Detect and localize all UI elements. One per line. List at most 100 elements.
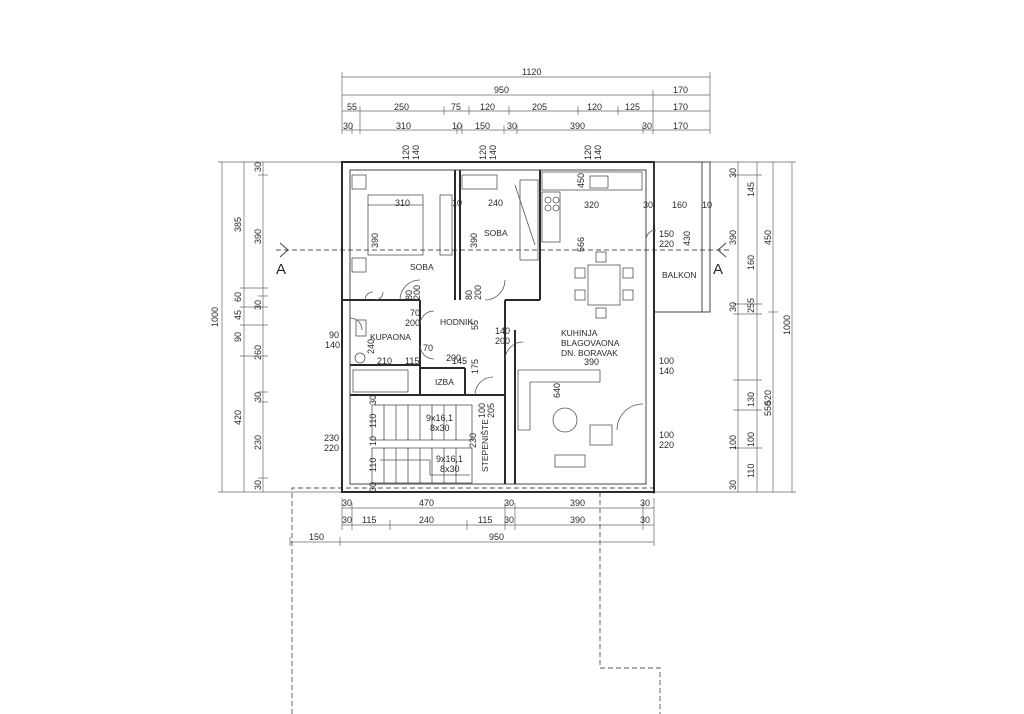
- dim-label: 220: [324, 443, 339, 453]
- dim-bot-r1: 470: [419, 498, 434, 508]
- dim-bot-r2: 115: [478, 515, 492, 525]
- room-label-soba: SOBA: [410, 262, 434, 272]
- bottom-dimensions: 30 470 30 390 30 30 115 240 115 30 390 3…: [289, 498, 655, 546]
- site-outline: [291, 487, 661, 714]
- dim-label: 140: [659, 366, 674, 376]
- dim-label: 390: [370, 233, 380, 248]
- dim-bot-r2: 240: [419, 515, 434, 525]
- dim-label: 145: [452, 356, 467, 366]
- section-marker-left: A: [276, 261, 286, 278]
- dim-bot-r1: 30: [342, 498, 352, 508]
- dim-top-r3: 250: [394, 102, 409, 112]
- dim-bot-r2: 30: [342, 515, 352, 525]
- top-dimensions: 1120 950 170 55 250 75 120 205 120 125 1…: [341, 67, 711, 134]
- dim-right-c2: 100: [746, 432, 756, 447]
- dim-label: 640: [552, 383, 562, 398]
- dim-label: 140: [325, 340, 340, 350]
- dim-label: 390: [469, 233, 479, 248]
- opening-labels: 120 140 120 140 120 140 450 310 390 240 …: [324, 145, 712, 492]
- dim-label: 150: [659, 229, 674, 239]
- dim-bot-r2: 30: [640, 515, 650, 525]
- room-label-soba: SOBA: [484, 228, 508, 238]
- dim-left-c2: 420: [233, 410, 243, 425]
- dim-label: 240: [366, 339, 376, 354]
- furniture: [351, 171, 643, 468]
- dim-label: 320: [584, 200, 599, 210]
- dim-bot-r2: 115: [362, 515, 376, 525]
- dim-top-r4: 150: [475, 121, 490, 131]
- dim-right-c1: 100: [728, 435, 738, 450]
- dim-left-c3: 230: [253, 435, 263, 450]
- dim-left-c2: 90: [233, 332, 243, 342]
- dim-left-c2: 45: [233, 310, 243, 320]
- dim-left-total: 1000: [210, 307, 220, 327]
- dim-left-c3: 30: [253, 300, 263, 310]
- dim-label: 140: [411, 145, 421, 160]
- dim-top-r3: 120: [480, 102, 495, 112]
- dim-right-c2: 110: [746, 464, 756, 478]
- room-label-kuhinja: KUHINJA: [561, 328, 598, 338]
- dim-top-170: 170: [673, 85, 688, 95]
- stairs: [371, 404, 473, 484]
- dim-label: 120: [401, 145, 411, 160]
- dim-top-r3: 75: [451, 102, 461, 112]
- dim-label: 9x16,1: [426, 413, 453, 423]
- dim-bot-r1: 30: [640, 498, 650, 508]
- dim-bot-r2: 390: [570, 515, 585, 525]
- dim-label: 230: [468, 433, 478, 448]
- dim-label: 140: [593, 145, 603, 160]
- dim-label: 90: [329, 330, 339, 340]
- dim-label: 200: [405, 318, 420, 328]
- dim-right-c1: 30: [728, 480, 738, 490]
- dim-label: 200: [412, 285, 422, 300]
- dim-bot-r1: 390: [570, 498, 585, 508]
- dim-top-r4: 30: [343, 121, 353, 131]
- dim-label: 70: [423, 343, 433, 353]
- room-label-kupaona: KUPAONA: [370, 332, 411, 342]
- dim-label: 9x16,1: [436, 454, 463, 464]
- dim-label: 8x30: [430, 423, 450, 433]
- dim-label: 120: [583, 145, 593, 160]
- dim-label: 140: [495, 326, 510, 336]
- dim-label: 100: [659, 430, 674, 440]
- dim-right-c1: 30: [728, 168, 738, 178]
- dim-label: 55: [470, 320, 480, 330]
- dim-right-c1: 30: [728, 302, 738, 312]
- dim-top-r3: 120: [587, 102, 602, 112]
- dim-label: 30: [368, 482, 378, 492]
- room-labels: SOBA SOBA KUPAONA HODNIK IZBA STEPENIŠTE…: [370, 228, 697, 472]
- dim-label: 240: [488, 198, 503, 208]
- room-label-stepeniste: STEPENIŠTE: [480, 419, 490, 472]
- dim-label: 566: [576, 237, 586, 252]
- room-label-dn-boravak: DN. BORAVAK: [561, 348, 618, 358]
- dim-right-total: 1000: [782, 315, 792, 335]
- right-dimensions: 30 390 30 100 30 145 160 255 130 100 110…: [648, 161, 796, 493]
- dim-label: 160: [672, 200, 687, 210]
- doors: [349, 229, 657, 431]
- dim-left-c3: 30: [253, 480, 263, 490]
- dim-label: 450: [576, 173, 586, 188]
- dim-label: 100: [659, 356, 674, 366]
- dim-label: 210: [377, 356, 392, 366]
- dim-top-950: 950: [494, 85, 509, 95]
- dim-top-r3: 55: [347, 102, 357, 112]
- dim-label: 80: [404, 290, 414, 300]
- dim-label: 100: [477, 403, 487, 418]
- dim-label: 120: [478, 145, 488, 160]
- dim-top-r4: 10: [452, 121, 462, 131]
- dim-label: 80: [464, 290, 474, 300]
- walls: [341, 161, 711, 493]
- section-marker-right: A: [713, 261, 723, 278]
- room-label-izba: IZBA: [435, 377, 454, 387]
- dim-label: 175: [470, 359, 480, 374]
- dim-label: 70: [410, 308, 420, 318]
- dim-label: 110: [368, 458, 378, 472]
- dim-left-c3: 390: [253, 229, 263, 244]
- dim-label: 200: [495, 336, 510, 346]
- dim-top-r3: 205: [532, 102, 547, 112]
- dim-bot-r1: 30: [504, 498, 514, 508]
- dim-bot-r2: 30: [504, 515, 514, 525]
- dim-right-c2: 130: [746, 392, 756, 407]
- dim-right-c2: 145: [746, 182, 756, 197]
